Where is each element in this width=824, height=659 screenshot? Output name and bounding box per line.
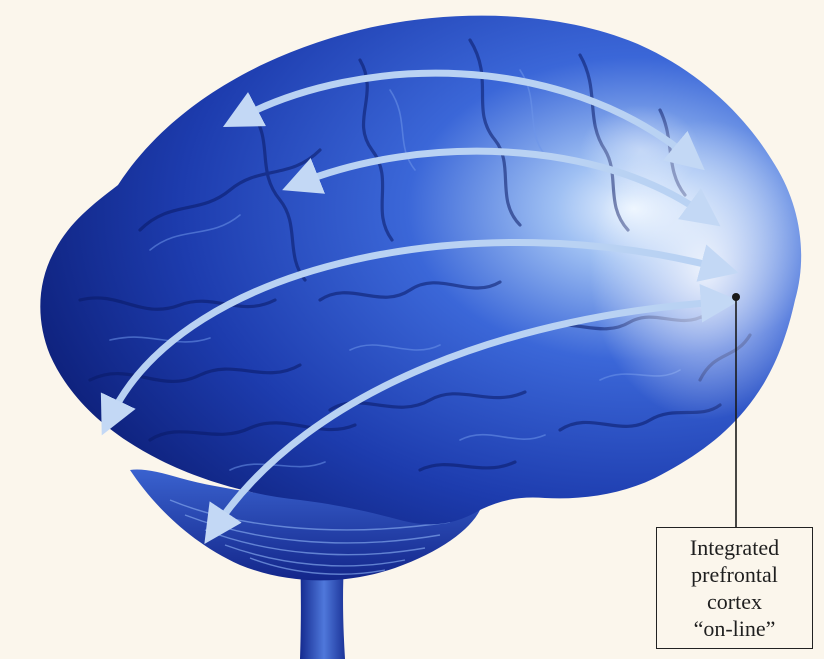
callout-line-3: cortex: [707, 588, 762, 615]
callout-line-4: “on-line”: [694, 615, 776, 642]
callout-line-1: Integrated: [690, 534, 779, 561]
callout-line-2: prefrontal: [691, 561, 778, 588]
callout-label: Integrated prefrontal cortex “on-line”: [656, 527, 813, 649]
